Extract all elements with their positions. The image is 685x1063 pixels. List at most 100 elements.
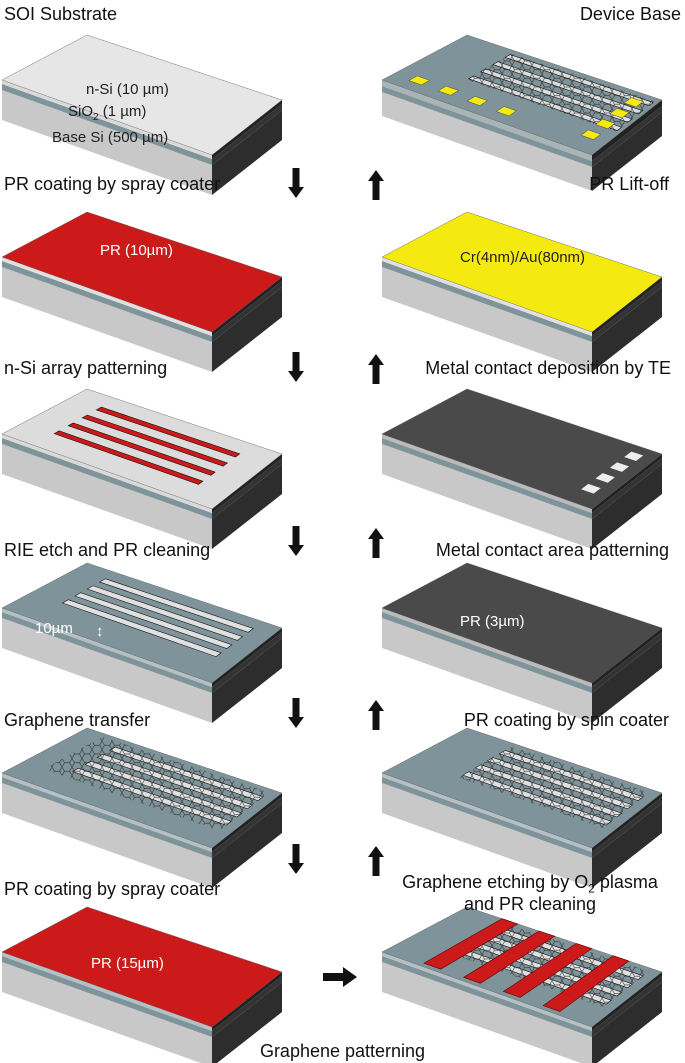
block-pr-15-front-1 <box>2 956 212 1037</box>
step-right-2: Metal contact deposition by TE <box>425 358 671 378</box>
process-blocks <box>1 34 663 1063</box>
label-pr-3: PR (3µm) <box>460 613 524 630</box>
block-nsi-pattern-front-2 <box>2 444 212 549</box>
block-pr-10 <box>1 211 283 372</box>
step-left-2: n-Si array patterning <box>4 358 168 378</box>
block-pr-3-front-0 <box>382 608 592 687</box>
block-graphene-transfer-side-2 <box>212 803 282 888</box>
block-graphene-pattern-side-0 <box>592 972 662 1031</box>
step-left-1: PR coating by spray coater <box>4 174 221 194</box>
block-device-base-pad-4 <box>580 129 602 140</box>
step-right-5-line-1: Graphene etching by O2 plasma <box>402 872 658 896</box>
block-pr-3-side-2 <box>592 638 662 723</box>
block-pr-opening-side-0 <box>592 454 662 513</box>
block-rie-strip-2 <box>86 585 244 641</box>
block-metal-top <box>381 211 663 333</box>
block-pr-3-top <box>381 562 663 684</box>
block-device-base-front-0 <box>382 80 592 161</box>
block-graphene-etched-side-2 <box>592 803 662 888</box>
block-graphene-transfer-front-1 <box>2 777 212 858</box>
block-metal-side-0 <box>592 277 662 336</box>
block-rie-strip-1 <box>74 592 233 649</box>
block-pr-opening-front-2 <box>382 444 592 549</box>
label-nsi: n-Si (10 µm) <box>86 81 169 98</box>
block-pr-opening-front-1 <box>382 438 592 519</box>
block-pr-3-side-0 <box>592 628 662 687</box>
block-soi-front-0 <box>2 80 212 159</box>
block-device-base-pad-6 <box>609 108 630 119</box>
block-pr-opening-front-0 <box>382 434 592 513</box>
block-rie-strip-0 <box>61 599 222 657</box>
block-pr-opening-side-2 <box>592 464 662 549</box>
block-rie <box>1 562 283 723</box>
step-left-4: Graphene transfer <box>4 710 151 730</box>
block-rie-front-0 <box>2 608 212 687</box>
block-nsi-pattern <box>1 388 283 549</box>
block-pr-opening-open-3 <box>624 451 644 461</box>
block-device-base-pad-0 <box>408 75 431 86</box>
header-soi-substrate: SOI Substrate <box>4 4 118 24</box>
label-base-si: Base Si (500 µm) <box>52 129 168 146</box>
label-pr-10: PR (10µm) <box>100 242 173 259</box>
block-soi-top <box>1 34 283 156</box>
block-pr-10-top <box>1 211 283 333</box>
block-device-base-side-0 <box>592 100 662 161</box>
block-graphene-pattern-pr-bar-1 <box>462 930 556 984</box>
block-graphene-etched-side-0 <box>592 793 662 852</box>
block-rie-side-1 <box>212 632 282 693</box>
block-device-base-pad-2 <box>466 96 489 106</box>
block-nsi-pattern-front-1 <box>2 438 212 519</box>
block-nsi-pattern-side-1 <box>212 458 282 519</box>
block-nsi-pattern-strip-2 <box>81 414 229 467</box>
block-graphene-transfer-side-0 <box>212 793 282 852</box>
block-pr-15-front-2 <box>2 962 212 1063</box>
block-graphene-pattern-front-2 <box>382 962 592 1063</box>
block-device-base-pad-3 <box>495 106 518 117</box>
block-pr-3-side-1 <box>592 632 662 693</box>
block-device-base-side-1 <box>592 106 662 167</box>
block-rie-front-2 <box>2 618 212 723</box>
block-soi-front-1 <box>2 84 212 165</box>
block-pr-opening-open-1 <box>595 473 615 483</box>
label-pr-15: PR (15µm) <box>91 955 164 972</box>
block-metal-front-1 <box>382 261 592 342</box>
block-pr-opening-open-0 <box>581 483 601 494</box>
arrow-right <box>323 967 357 987</box>
step-left-3: RIE etch and PR cleaning <box>4 540 211 560</box>
arrow-up-2 <box>368 354 384 384</box>
block-graphene-transfer-graphene <box>43 736 269 831</box>
block-pr-3-front-1 <box>382 612 592 693</box>
block-device-base-pad-1 <box>437 85 460 96</box>
block-graphene-etched-front-1 <box>382 777 592 858</box>
block-metal <box>381 211 663 372</box>
arrow-down-4 <box>288 698 304 728</box>
block-pr-opening-top <box>381 388 663 510</box>
block-graphene-etched <box>381 727 663 888</box>
block-soi-side-1 <box>212 104 282 165</box>
gap-arrow-icon: ↕ <box>96 623 104 640</box>
block-graphene-pattern-pr-bar-2 <box>502 943 593 998</box>
block-metal-front-2 <box>382 267 592 372</box>
block-graphene-pattern-pr-bar-3 <box>542 955 630 1012</box>
block-soi <box>1 34 283 195</box>
block-pr-15-top <box>1 906 283 1028</box>
block-graphene-pattern-side-2 <box>592 982 662 1063</box>
block-device-base-pad-7 <box>623 97 644 108</box>
block-nsi-pattern-strip-1 <box>67 422 216 476</box>
arrow-down-5 <box>288 844 304 874</box>
block-pr-15-side-2 <box>212 982 282 1063</box>
block-nsi-pattern-side-0 <box>212 454 282 513</box>
label-sio2: SiO2 (1 µm) <box>68 103 146 123</box>
process-arrows <box>288 168 384 987</box>
block-graphene-etched-graphene <box>458 746 649 828</box>
arrow-up-4 <box>368 700 384 730</box>
label-metal: Cr(4nm)/Au(80nm) <box>460 249 585 266</box>
block-device-base-graphene <box>467 53 655 132</box>
block-graphene-etched-front-2 <box>382 783 592 888</box>
block-graphene-transfer-side-1 <box>212 797 282 858</box>
block-graphene-etched-side-1 <box>592 797 662 858</box>
block-metal-side-1 <box>592 281 662 342</box>
block-soi-front-2 <box>2 90 212 195</box>
block-pr-10-front-0 <box>2 257 212 336</box>
